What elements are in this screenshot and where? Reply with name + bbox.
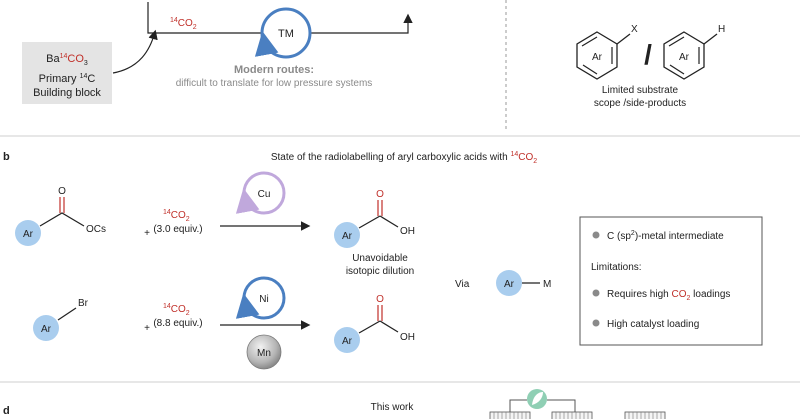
bullet-catalyst-loading	[592, 319, 600, 327]
p1-bond-1	[358, 215, 381, 229]
r1-ar-circle	[15, 220, 41, 246]
intermediate-text: C (sp2)-metal intermediate	[607, 230, 724, 242]
isotopic-dilution-note-1: Unavoidable	[352, 253, 408, 264]
aryl-h-inner-bond-1	[668, 36, 685, 47]
co2-label-a: 14CO2	[170, 17, 197, 31]
aryl-x-inner-bonds	[581, 36, 598, 47]
vial-right-ridges	[628, 412, 662, 419]
modern-routes-title: Modern routes:	[234, 64, 314, 76]
r2-co2: 14CO2	[163, 303, 190, 317]
aryl-x-bond	[616, 33, 631, 45]
tm-cycle-arrow-icon	[254, 31, 279, 57]
cu-label: Cu	[258, 189, 271, 200]
ni-cycle-arrow-icon	[235, 293, 260, 319]
bullet-intermediate	[592, 231, 600, 239]
vial-left-ridges	[493, 412, 527, 419]
r2-ar-circle	[33, 315, 59, 341]
aryl-h-substituent: H	[718, 24, 725, 35]
vial-middle-ridges	[555, 412, 589, 419]
p2-oxygen: O	[376, 294, 384, 305]
aryl-h-ring-label: Ar	[679, 52, 690, 63]
r1-plus: +	[144, 228, 150, 239]
p2-ar-circle	[334, 327, 360, 353]
via-ar-circle	[496, 270, 522, 296]
ni-label: Ni	[259, 294, 268, 305]
p1-oh: OH	[400, 226, 415, 237]
r1-equiv: (3.0 equiv.)	[153, 224, 202, 235]
r2-plus: +	[144, 323, 150, 334]
this-work-title: This work	[371, 402, 415, 413]
r2-br-bond	[57, 307, 77, 321]
mn-label: Mn	[257, 348, 271, 359]
limited-scope-line-2: scope /side-products	[594, 98, 686, 109]
via-ar-label: Ar	[504, 279, 515, 290]
p2-ar-label: Ar	[342, 336, 353, 347]
bullet-co2-loading	[592, 289, 600, 297]
aryl-x-inner-bond-3	[582, 64, 598, 75]
p2-oh: OH	[400, 332, 415, 343]
cu-cycle-arrow-icon	[235, 188, 260, 214]
building-block-box	[22, 42, 112, 104]
modern-routes-description: difficult to translate for low pressure …	[176, 78, 373, 89]
limitations-box	[579, 216, 763, 346]
tm-label: TM	[278, 28, 294, 40]
r2-br-label: Br	[78, 298, 89, 309]
or-slash: /	[644, 39, 652, 70]
p1-ar-circle	[334, 222, 360, 248]
building-block-label: Building block	[33, 87, 101, 99]
aryl-h-inner-bond-3	[669, 64, 685, 75]
panel-b-title: State of the radiolabelling of aryl carb…	[271, 151, 537, 165]
panel-a: Ba14CO3 Primary 14C Building block 14CO2…	[22, 0, 725, 130]
r2-ar-label: Ar	[41, 324, 52, 335]
panel-b: b State of the radiolabelling of aryl ca…	[3, 151, 763, 370]
co2-loading-text: Requires high CO2 loadings	[607, 289, 730, 302]
panel-b-label: b	[3, 151, 10, 163]
r1-co2: 14CO2	[163, 209, 190, 223]
p1-oxygen: O	[376, 189, 384, 200]
isotopic-dilution-note-2: isotopic dilution	[346, 266, 414, 277]
aryl-h-bond	[703, 33, 718, 45]
limited-scope-line-1: Limited substrate	[602, 85, 679, 96]
panel-d-label: d	[3, 405, 10, 417]
p1-ar-label: Ar	[342, 231, 353, 242]
barium-carbonate-label: Ba14CO3	[46, 53, 88, 67]
mn-sphere	[246, 334, 282, 370]
limitations-heading: Limitations:	[591, 262, 642, 273]
via-label: Via	[455, 279, 470, 290]
aryl-x-ring-label: Ar	[592, 52, 603, 63]
r1-ocs-label: OCs	[86, 224, 106, 235]
primary-14c-label: Primary 14C	[39, 73, 96, 85]
aryl-x-substituent: X	[631, 24, 638, 35]
r1-carboxylate-bonds	[39, 212, 85, 227]
leaf-icon	[532, 392, 543, 405]
r1-ar-label: Ar	[23, 229, 34, 240]
panel-d: d This work	[3, 389, 666, 419]
curved-arrow	[112, 29, 158, 74]
p1-bond-2	[379, 215, 399, 228]
via-metal-label: M	[543, 279, 551, 290]
r2-equiv: (8.8 equiv.)	[153, 318, 202, 329]
p2-bond-1	[358, 320, 381, 334]
r1-oxygen-label: O	[58, 186, 66, 197]
p2-bond-2	[379, 320, 399, 333]
catalyst-loading-text: High catalyst loading	[607, 319, 699, 330]
